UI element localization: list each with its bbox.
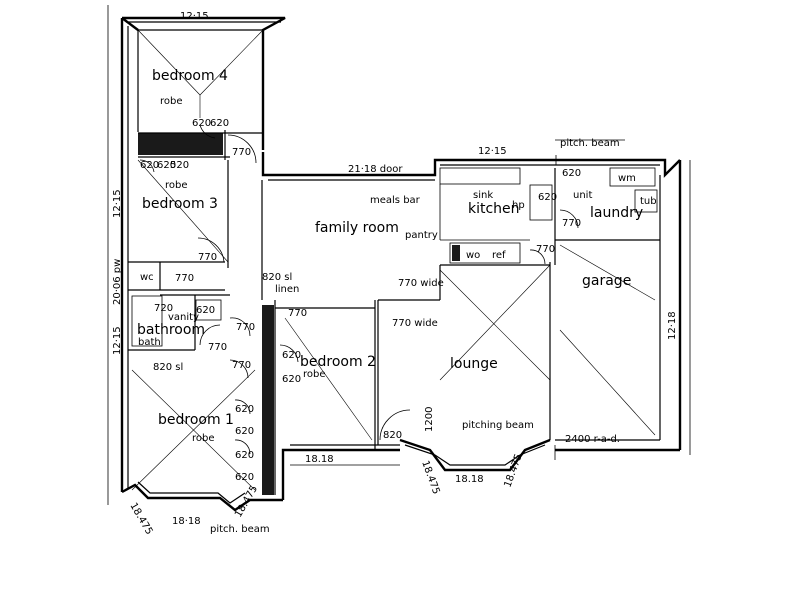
door-620-k: 620 — [562, 168, 581, 179]
outer-walls — [120, 16, 682, 512]
door-720-label: 720 — [154, 303, 173, 314]
unit-label: unit — [573, 190, 592, 201]
dim-b1-bay-right: 18.475 — [233, 484, 260, 520]
bedroom-4-label: bedroom 4 — [152, 68, 228, 84]
bedroom-1-robe-label: robe — [192, 433, 215, 444]
robe-shelf-hatch — [138, 133, 223, 155]
wall-oven-label: wo — [466, 250, 480, 261]
door-770-a: 770 — [232, 147, 251, 158]
dim-pitch-beam-bottom: pitch. beam — [210, 524, 270, 535]
dim-770-wide-1: 770 wide — [398, 278, 444, 289]
door-770-e: 770 — [236, 322, 255, 333]
fridge-hatch — [452, 245, 460, 261]
door-770-g: 770 — [232, 360, 251, 371]
door-770-h: 770 — [536, 244, 555, 255]
door-620-b: 620 — [210, 118, 229, 129]
dim-top-bedroom4: 12·15 — [180, 11, 209, 22]
door-770-c: 770 — [175, 273, 194, 284]
dim-bay-left: 18.475 — [419, 459, 441, 496]
bath-label: bath — [138, 337, 161, 348]
door-620-e: 620 — [282, 350, 301, 361]
dim-820-sl-1: 820 sl — [262, 272, 292, 283]
garage-door-label: 2400 r-a-d. — [565, 434, 620, 445]
tub-label: tub — [640, 196, 657, 207]
meals-bar-label: meals bar — [370, 195, 421, 206]
pantry-label: pantry — [405, 230, 438, 241]
door-620-h: 620 — [235, 426, 254, 437]
door-620-c: 620 — [140, 160, 159, 171]
door-770-b: 770 — [198, 252, 217, 263]
lounge-label: lounge — [450, 356, 498, 372]
door-770-i: 770 — [562, 218, 581, 229]
washing-machine-label: wm — [618, 173, 636, 184]
bedroom-1-label: bedroom 1 — [158, 412, 234, 428]
door-620-g: 620 — [235, 404, 254, 415]
interior-walls — [128, 130, 660, 495]
door-swings — [139, 124, 579, 455]
dim-lounge-820: 820 — [383, 430, 402, 441]
dim-kitchen-top: 12·15 — [478, 146, 507, 157]
bedroom-3-robe-label: robe — [165, 180, 188, 191]
door-620-j: 620 — [235, 472, 254, 483]
door-620-d: 620 — [157, 160, 176, 171]
vanity-label: vanity — [168, 312, 199, 323]
hotplate-label: hp — [512, 200, 525, 211]
dim-left-bedroom3: 12·15 — [112, 189, 123, 218]
dimension-lines — [107, 5, 691, 505]
bathroom-label: bathroom — [137, 322, 205, 338]
bedroom-2-robe-label: robe — [303, 369, 326, 380]
fridge-label: ref — [492, 250, 506, 261]
dim-family-door: 21·18 door — [348, 164, 403, 175]
laundry-label: laundry — [590, 205, 643, 221]
door-620-f: 620 — [282, 374, 301, 385]
robe-hatch-b1 — [262, 305, 274, 495]
dim-lounge-1200: 1200 — [424, 407, 435, 432]
door-620-l: 620 — [538, 192, 557, 203]
garage-label: garage — [582, 273, 631, 289]
dim-b1-bay-left: 18.475 — [127, 501, 154, 537]
dim-left-hall: 20·06 pw — [112, 259, 123, 305]
dim-bottom-lounge: 18.18 — [455, 474, 484, 485]
dim-770-wide-2: 770 wide — [392, 318, 438, 329]
sink-label: sink — [473, 190, 493, 201]
pitching-beam-label: pitching beam — [462, 420, 534, 431]
door-520-label: 520 — [170, 160, 189, 171]
bedroom-4-robe-label: robe — [160, 96, 183, 107]
dim-right-garage: 12·18 — [667, 311, 678, 340]
door-620-a: 620 — [192, 118, 211, 129]
dim-bottom-bedroom1: 18·18 — [172, 516, 201, 527]
dim-bottom-bedroom2: 18.18 — [305, 454, 334, 465]
kitchen-label: kitchen — [468, 201, 520, 217]
door-770-d: 770 — [288, 308, 307, 319]
door-770-f: 770 — [208, 342, 227, 353]
bedroom-3-label: bedroom 3 — [142, 196, 218, 212]
roof-lines — [131, 29, 656, 491]
wc-label: wc — [140, 272, 154, 283]
dim-pitch-beam-top: pitch. beam — [560, 138, 620, 149]
family-room-label: family room — [315, 220, 399, 236]
linen-label: linen — [275, 284, 299, 295]
bedroom-2-label: bedroom 2 — [300, 354, 376, 370]
door-620-i: 620 — [235, 450, 254, 461]
dim-left-bath: 12·15 — [112, 326, 123, 355]
dim-820-sl-2: 820 sl — [153, 362, 183, 373]
door-620-m: 620 — [196, 305, 215, 316]
